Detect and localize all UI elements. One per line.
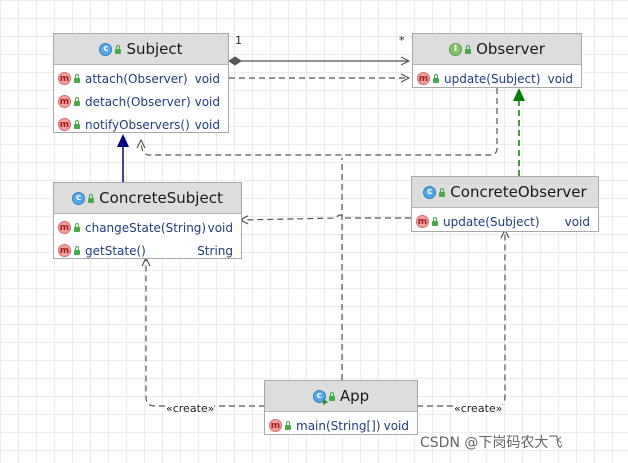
interface-observer[interactable]: I Observer m update(Subject) void xyxy=(412,33,582,88)
method-icon: m xyxy=(58,72,71,85)
method-icon: m xyxy=(58,221,71,234)
method-row[interactable]: m attach(Observer) void xyxy=(54,67,228,90)
method-name: getState() xyxy=(85,243,146,258)
method-name: attach(Observer) xyxy=(85,71,188,86)
realization-arrowhead xyxy=(513,88,525,101)
lock-icon xyxy=(74,74,80,83)
interface-icon: I xyxy=(449,42,463,56)
method-row[interactable]: m detach(Observer) void xyxy=(54,90,228,113)
class-name: ConcreteObserver xyxy=(450,183,587,201)
class-icon: c xyxy=(423,185,437,199)
method-name: notifyObservers() xyxy=(85,117,190,132)
multiplicity-many-label: * xyxy=(399,34,405,47)
lock-icon xyxy=(74,120,80,129)
class-icon: c xyxy=(99,42,113,56)
create-app-concretesubject xyxy=(146,258,265,407)
watermark: CSDN @下岗码农大飞 xyxy=(420,435,563,451)
lock-icon xyxy=(115,44,122,54)
class-name: Subject xyxy=(126,40,183,58)
method-name: update(Subject) xyxy=(444,71,541,86)
dependency-observer-subject xyxy=(141,88,498,156)
lock-icon xyxy=(433,74,439,83)
return-type: void xyxy=(207,220,233,235)
lock-icon xyxy=(74,223,80,232)
method-row[interactable]: m changeState(String) void xyxy=(54,216,241,239)
interface-name: Observer xyxy=(476,40,545,58)
create-label-left: «create» xyxy=(166,402,215,415)
interface-observer-header[interactable]: I Observer xyxy=(413,34,581,65)
method-row[interactable]: m update(Subject) void xyxy=(413,67,581,90)
method-icon: m xyxy=(269,419,282,432)
class-icon-letter: c xyxy=(316,391,323,401)
return-type: void xyxy=(194,71,220,86)
return-type: void xyxy=(194,94,220,109)
method-icon: m xyxy=(58,244,71,257)
class-name: ConcreteSubject xyxy=(99,189,223,207)
class-concrete-observer-header[interactable]: c ConcreteObserver xyxy=(412,177,598,208)
method-name: main(String[]) xyxy=(296,418,381,433)
method-row[interactable]: m update(Subject) void xyxy=(412,210,598,233)
class-icon: c xyxy=(312,389,328,405)
method-icon: m xyxy=(58,118,71,131)
multiplicity-one-label: 1 xyxy=(235,34,242,47)
lock-icon xyxy=(328,391,335,401)
class-concrete-observer[interactable]: c ConcreteObserver m update(Subject) voi… xyxy=(411,176,599,232)
inheritance-arrowhead xyxy=(117,134,129,147)
lock-icon xyxy=(88,193,95,203)
create-label-right: «create» xyxy=(454,402,503,415)
return-type: void xyxy=(383,418,409,433)
class-app[interactable]: c App m main(String[]) void xyxy=(264,380,418,435)
run-icon xyxy=(322,398,328,405)
dependency-concreteobserver-concretesubject xyxy=(240,214,411,220)
lock-icon xyxy=(74,97,80,106)
create-app-concreteobserver xyxy=(417,230,505,407)
class-subject-header[interactable]: c Subject xyxy=(54,34,228,65)
return-type: String xyxy=(197,243,233,258)
method-row[interactable]: m notifyObservers() void xyxy=(54,113,228,136)
return-type: void xyxy=(547,71,573,86)
lock-icon xyxy=(465,44,472,54)
class-concrete-subject[interactable]: c ConcreteSubject m changeState(String) … xyxy=(53,182,242,259)
method-icon: m xyxy=(416,215,429,228)
lock-icon xyxy=(432,217,438,226)
class-subject[interactable]: c Subject m attach(Observer) void m deta… xyxy=(53,33,229,133)
method-name: detach(Observer) xyxy=(85,94,191,109)
method-name: update(Subject) xyxy=(443,214,540,229)
class-app-header[interactable]: c App xyxy=(265,381,417,412)
method-icon: m xyxy=(58,95,71,108)
class-name: App xyxy=(339,387,370,405)
lock-icon xyxy=(439,187,446,197)
return-type: void xyxy=(564,214,590,229)
method-row[interactable]: m getState() String xyxy=(54,239,241,262)
class-concrete-subject-header[interactable]: c ConcreteSubject xyxy=(54,183,241,214)
return-type: void xyxy=(194,117,220,132)
lock-icon xyxy=(74,246,80,255)
method-icon: m xyxy=(417,72,430,85)
lock-icon xyxy=(285,421,291,430)
method-name: changeState(String) xyxy=(85,220,207,235)
method-row[interactable]: m main(String[]) void xyxy=(265,414,417,437)
class-icon: c xyxy=(72,191,86,205)
